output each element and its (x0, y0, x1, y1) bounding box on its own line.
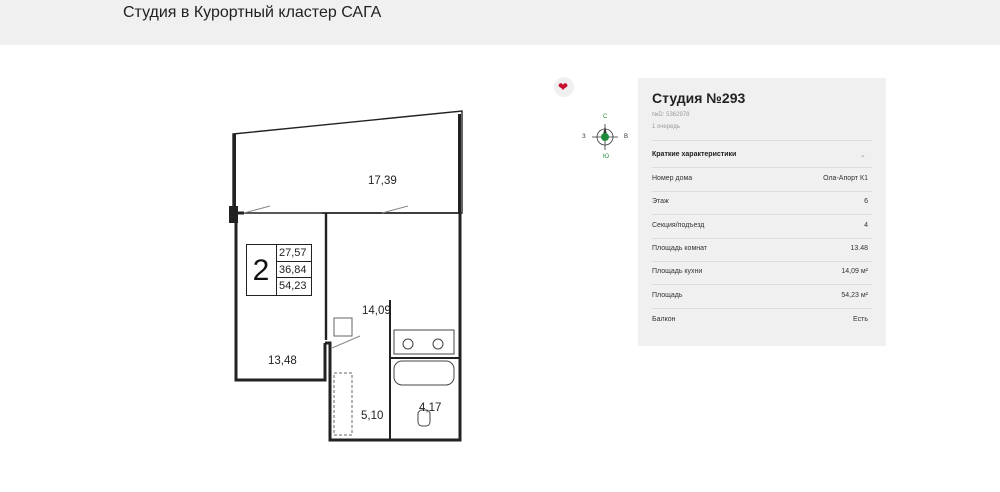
rooms-count: 2 (252, 254, 270, 287)
balcony-rail (233, 134, 236, 213)
page-title: Студия в Курортный кластер САГА (123, 4, 382, 21)
divider (652, 284, 872, 285)
floor-plan: 17,39 13,48 14,09 5,10 4,17 (222, 108, 468, 448)
toilet (417, 409, 431, 427)
divider (652, 308, 872, 309)
hall-door (331, 335, 361, 349)
info-value: 54,23 м² (841, 292, 868, 299)
balcony-outline (232, 110, 463, 214)
characteristics-toggle[interactable]: Краткие характеристики (652, 151, 737, 158)
area-kitchen: 36,84 (277, 262, 312, 279)
area-values: 27,57 36,84 54,23 (276, 245, 312, 295)
divider (652, 167, 872, 168)
compass-north: С (603, 114, 608, 120)
info-value: 14,09 м² (841, 268, 868, 275)
balcony-rail (458, 114, 461, 213)
appliance (333, 317, 353, 337)
room-area-bath: 4,17 (419, 402, 442, 414)
bathtub (393, 360, 455, 386)
kitchen-counter (393, 329, 455, 355)
info-key: Этаж (652, 198, 669, 205)
sink (402, 338, 414, 350)
balcony-door (381, 205, 409, 214)
compass-rose-icon (592, 124, 618, 150)
apartment-wall (234, 213, 327, 382)
compass: С Ю З В (580, 112, 630, 162)
balcony-door (243, 205, 271, 214)
wall-block (229, 206, 238, 223)
info-row: Секция/подъезд 4 (652, 222, 868, 234)
info-row: Площадь кухни 14,09 м² (652, 268, 868, 280)
info-row: Номер дома Ола-Апорт К1 (652, 175, 868, 187)
info-key: Площадь (652, 292, 683, 299)
info-key: Номер дома (652, 175, 693, 182)
divider (652, 191, 872, 192)
floor-plan-drawing (229, 110, 463, 442)
apartment-info-card: Студия №293 №D: 5362978 1 очередь Кратки… (638, 78, 886, 346)
room-area-living: 13,48 (268, 355, 297, 367)
info-key: Секция/подъезд (652, 222, 705, 229)
wardrobe (333, 372, 353, 436)
room-area-balcony: 17,39 (368, 175, 397, 187)
apartment-wall (325, 213, 462, 442)
info-value: Есть (853, 316, 868, 323)
info-row: Этаж 6 (652, 198, 868, 210)
area-living: 27,57 (277, 245, 312, 262)
apartment-queue: 1 очередь (652, 124, 680, 130)
info-value: 4 (864, 222, 868, 229)
favorite-button[interactable]: ❤ (554, 77, 574, 97)
heart-icon: ❤ (558, 80, 569, 94)
room-area-hall: 5,10 (361, 410, 384, 422)
divider (652, 238, 872, 239)
compass-west: З (582, 134, 586, 140)
info-row: Площадь комнат 13.48 (652, 245, 868, 257)
room-area-kitchen: 14,09 (362, 305, 391, 317)
info-key: Балкон (652, 316, 676, 323)
divider (652, 214, 872, 215)
apartment-title: Студия №293 (652, 90, 746, 106)
divider (652, 140, 872, 141)
area-total: 54,23 (279, 280, 307, 293)
info-key: Площадь комнат (652, 245, 708, 252)
header: Студия в Курортный кластер САГА (0, 0, 1000, 45)
info-value: 13.48 (850, 245, 868, 252)
compass-east: В (624, 134, 629, 140)
info-row: Балкон Есть (652, 316, 868, 328)
info-value: 6 (864, 198, 868, 205)
divider (652, 261, 872, 262)
info-key: Площадь кухни (652, 268, 703, 275)
chevron-down-icon[interactable]: ⌄ (860, 152, 866, 159)
stove (432, 338, 444, 350)
info-row: Площадь 54,23 м² (652, 292, 868, 304)
info-value: Ола-Апорт К1 (823, 175, 868, 182)
area-badge: 2 27,57 36,84 54,23 (246, 244, 312, 296)
compass-south: Ю (603, 154, 610, 160)
apartment-id: №D: 5362978 (652, 112, 690, 118)
